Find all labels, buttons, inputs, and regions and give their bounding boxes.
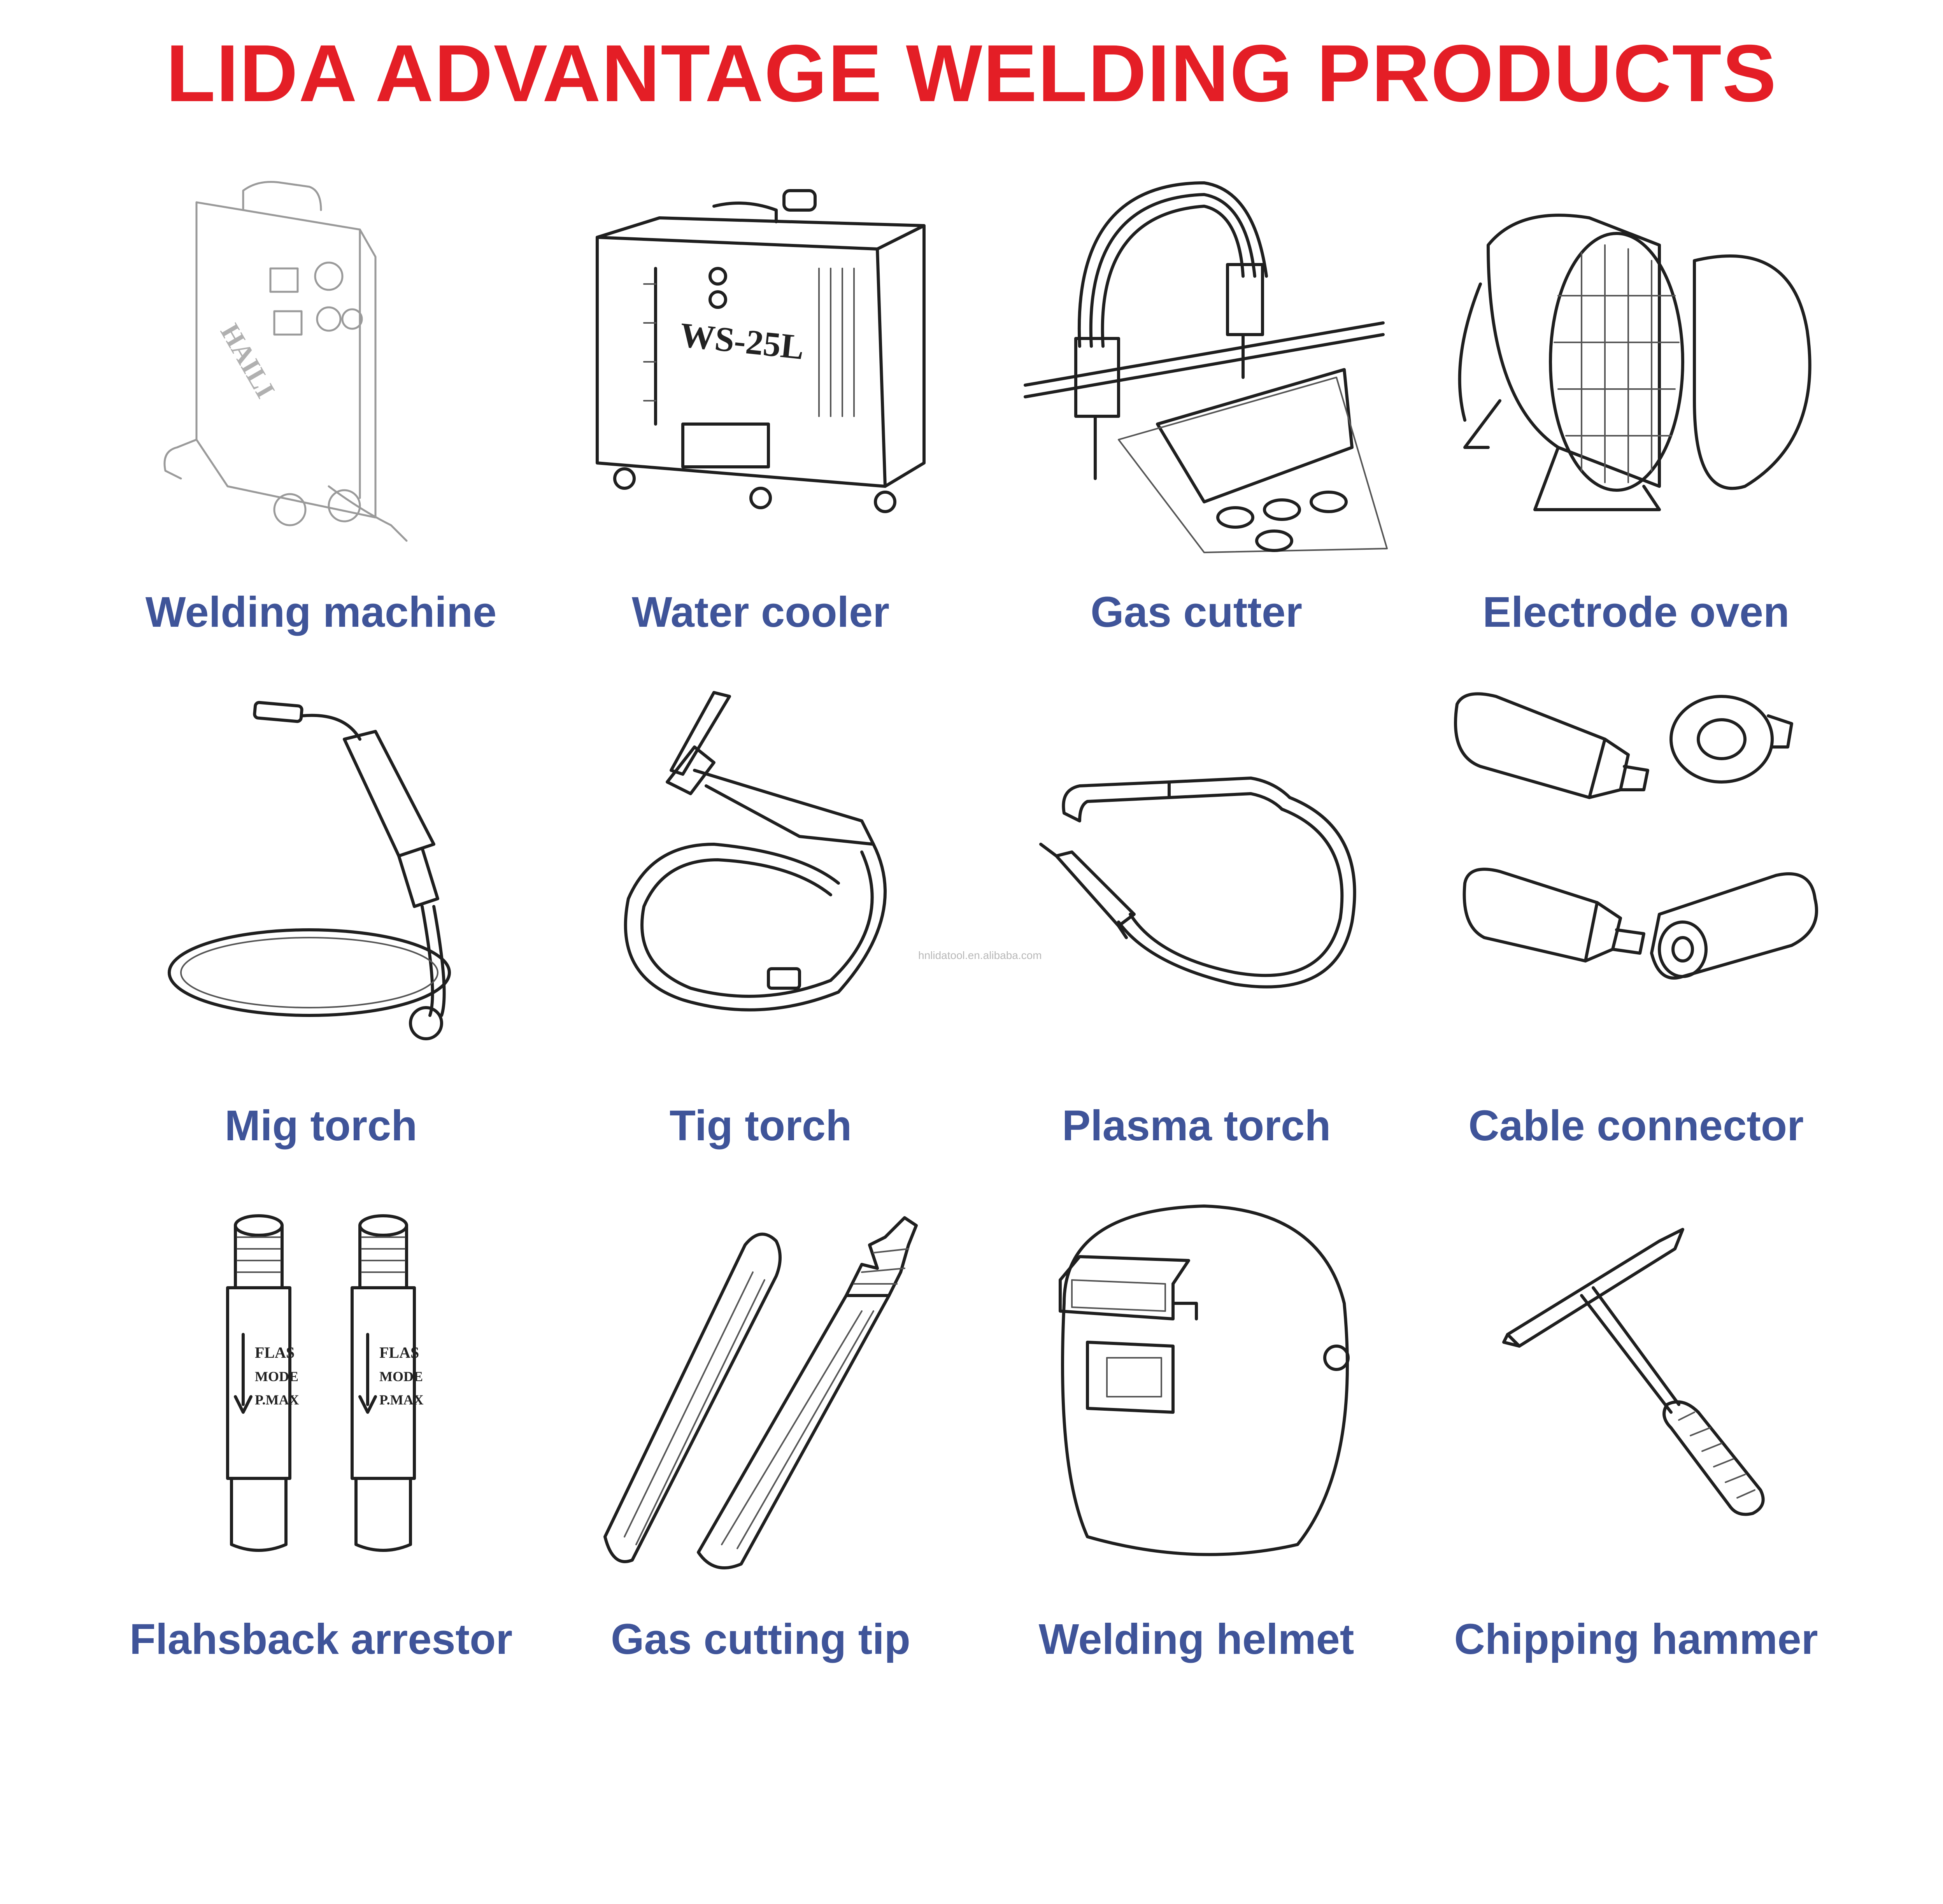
product-card-water-cooler[interactable]: WS-25L Water cooler	[543, 167, 979, 673]
plasma-torch-icon	[1002, 681, 1391, 1070]
water-cooler-icon: WS-25L	[566, 167, 955, 556]
product-card-welding-helmet[interactable]: Welding helmet	[979, 1194, 1414, 1700]
product-label: Tig torch	[669, 1102, 852, 1150]
product-label: Chipping hammer	[1454, 1615, 1818, 1663]
product-label: Cable connector	[1468, 1102, 1804, 1150]
welding-helmet-icon	[1002, 1194, 1391, 1583]
product-label: Welding machine	[145, 588, 497, 636]
gas-cutter-icon	[1002, 167, 1391, 556]
product-card-chipping-hammer[interactable]: Chipping hammer	[1418, 1194, 1854, 1700]
svg-text:P.MAX: P.MAX	[379, 1392, 424, 1408]
product-card-gas-cutting-tip[interactable]: Gas cutting tip	[543, 1194, 979, 1700]
product-card-cable-connector[interactable]: Cable connector	[1418, 681, 1854, 1187]
flashback-arrestor-icon: FLAS MODE P.MAX FLAS MODE P.MAX	[126, 1194, 516, 1583]
product-label: Gas cutter	[1090, 588, 1303, 636]
product-label: Welding helmet	[1038, 1615, 1354, 1663]
welding-machine-icon: HAILI	[126, 167, 516, 556]
product-card-electrode-oven[interactable]: Electrode oven	[1418, 167, 1854, 673]
cable-connector-icon	[1441, 681, 1831, 1070]
svg-text:P.MAX: P.MAX	[255, 1392, 299, 1408]
product-label: Gas cutting tip	[611, 1615, 910, 1663]
electrode-oven-icon	[1441, 167, 1831, 556]
page-title: LIDA ADVANTAGE WELDING PRODUCTS	[166, 28, 1777, 119]
svg-text:MODE: MODE	[255, 1369, 298, 1384]
product-label: Plasma torch	[1062, 1102, 1331, 1150]
product-card-mig-torch[interactable]: Mig torch	[103, 681, 539, 1187]
svg-text:MODE: MODE	[379, 1369, 423, 1384]
product-label: Flahsback arrestor	[129, 1615, 513, 1663]
watermark: hnlidatool.en.alibaba.com	[918, 949, 1042, 961]
product-card-welding-machine[interactable]: HAILI Welding machine	[103, 167, 539, 673]
product-card-plasma-torch[interactable]: Plasma torch	[979, 681, 1414, 1187]
product-card-tig-torch[interactable]: Tig torch	[543, 681, 979, 1187]
svg-text:FLAS: FLAS	[379, 1344, 419, 1361]
svg-text:HAILI: HAILI	[214, 319, 281, 403]
chipping-hammer-icon	[1441, 1194, 1831, 1583]
product-label: Mig torch	[224, 1102, 417, 1150]
mig-torch-icon	[126, 681, 516, 1070]
gas-cutting-tip-icon	[566, 1194, 955, 1583]
product-label: Water cooler	[631, 588, 890, 636]
tig-torch-icon	[566, 681, 955, 1070]
svg-text:WS-25L: WS-25L	[678, 316, 806, 367]
product-card-flashback-arrestor[interactable]: FLAS MODE P.MAX FLAS MODE P.MAX Flahsbac…	[103, 1194, 539, 1700]
product-card-gas-cutter[interactable]: Gas cutter	[979, 167, 1414, 673]
svg-text:FLAS: FLAS	[255, 1344, 295, 1361]
product-label: Electrode oven	[1482, 588, 1790, 636]
